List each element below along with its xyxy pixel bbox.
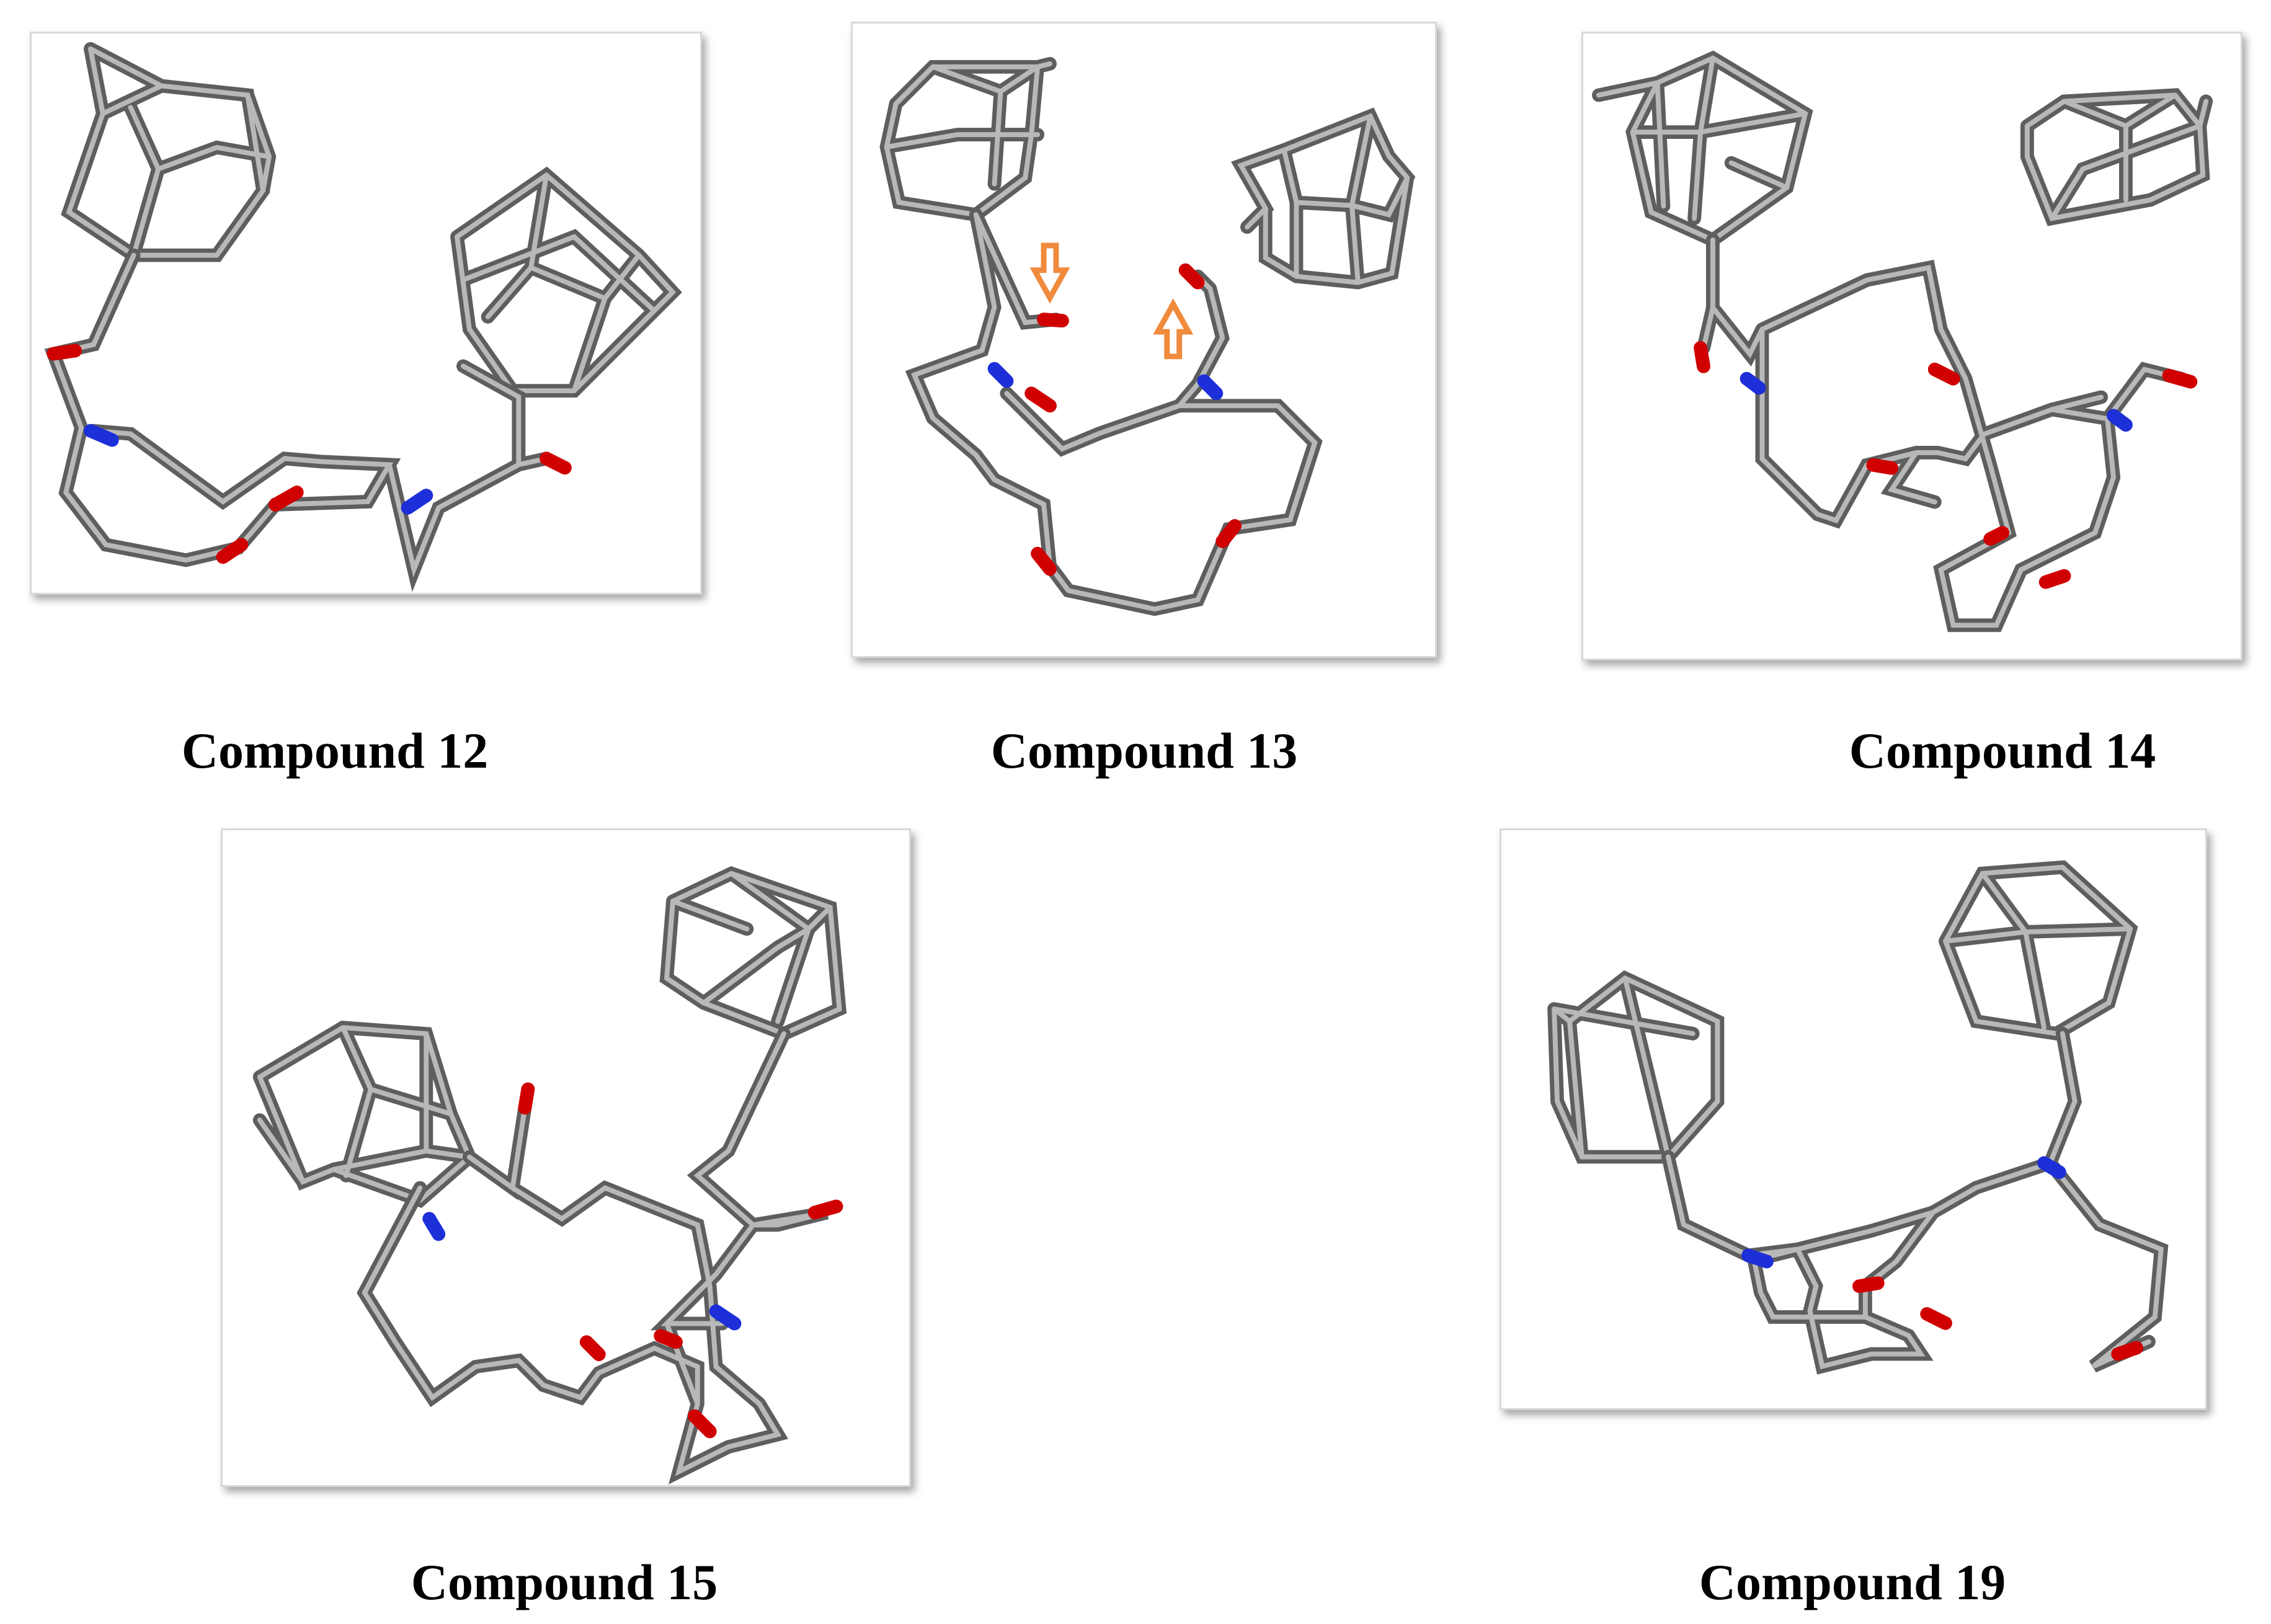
compound-15-structure-panel xyxy=(221,828,911,1487)
nitrogen-atoms xyxy=(987,362,1224,401)
oxygen-atoms xyxy=(47,344,572,564)
compound-15-caption: Compound 15 xyxy=(411,1554,718,1610)
crown-ring-backbone xyxy=(44,248,553,592)
compound-13-structure-panel xyxy=(851,22,1437,658)
compound-13-stick-model xyxy=(879,56,1416,616)
nitrogen-atoms xyxy=(422,1212,742,1331)
compound-19-stick-model xyxy=(1547,860,2169,1375)
adamantane-cage-right xyxy=(1939,860,2138,1041)
adamantane-cage-left xyxy=(61,42,277,262)
nitrogen-atoms xyxy=(1741,1156,2066,1269)
adamantane-cage-left xyxy=(1592,50,1813,248)
compound-19-structure-panel xyxy=(1500,828,2207,1410)
oxygen-atoms xyxy=(1024,263,1242,576)
compound-15-stick-model xyxy=(252,866,847,1484)
compound-13-caption: Compound 13 xyxy=(990,722,1298,779)
oxygen-atoms xyxy=(518,1082,843,1439)
compound-12-stick-model xyxy=(44,42,682,592)
compound-12-caption: Compound 12 xyxy=(181,722,489,779)
nitrogen-atoms xyxy=(84,424,433,515)
compound-12-structure-panel xyxy=(30,32,702,595)
compound-19-caption: Compound 19 xyxy=(1699,1554,2006,1610)
adamantane-cage-left xyxy=(252,1021,478,1209)
compound-14-caption: Compound 14 xyxy=(1849,722,2156,779)
oxygen-atoms xyxy=(1852,1276,2143,1361)
adamantane-cage-right xyxy=(450,166,682,398)
adamantane-cage-right xyxy=(2020,88,2213,226)
nitrogen-atoms xyxy=(1740,371,2133,432)
compound-14-structure-panel xyxy=(1581,32,2242,660)
macrocycle-backbone xyxy=(905,208,1323,616)
macrocycle-backbone xyxy=(357,1027,829,1484)
oxygen-atoms xyxy=(1694,341,2198,589)
macrocycle-backbone xyxy=(1697,233,2189,632)
adamantane-cage-right xyxy=(659,866,847,1041)
orange-arrow-up-icon xyxy=(1153,298,1194,360)
orange-arrow-down-icon xyxy=(1029,242,1070,304)
adamantane-cage-left xyxy=(1547,970,1725,1164)
compound-14-stick-model xyxy=(1592,50,2213,632)
adamantane-cage-right xyxy=(1231,107,1416,290)
macrocycle-backbone xyxy=(1661,1026,2169,1375)
adamantane-cage-left xyxy=(879,56,1057,222)
